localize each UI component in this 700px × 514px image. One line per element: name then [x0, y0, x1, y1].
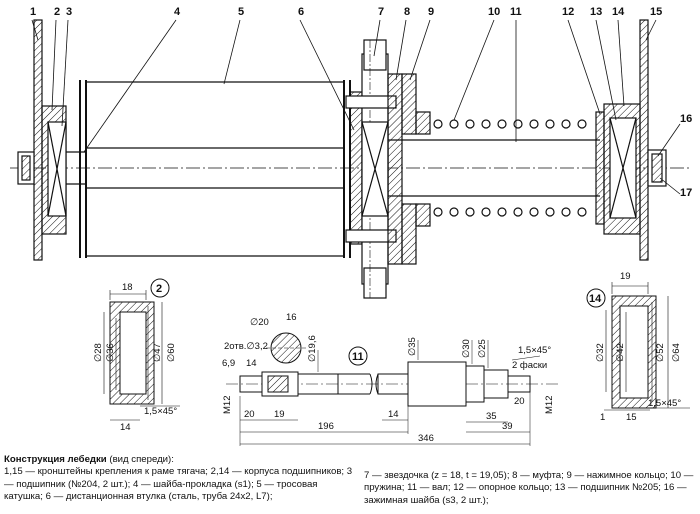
- dim-text: ∅64: [671, 343, 682, 362]
- caption-right: 7 — звездочка (z = 18, t = 19,05); 8 — м…: [364, 470, 699, 507]
- part-label: 3: [66, 6, 72, 18]
- dim-text: 16: [286, 312, 297, 323]
- dim-text: 346: [418, 433, 434, 444]
- part-label: 9: [428, 6, 434, 18]
- detail-label: 2: [156, 283, 162, 295]
- dim-text: ∅52: [655, 343, 666, 362]
- detail-label: 11: [352, 351, 364, 363]
- dim-text: ∅19,6: [307, 335, 318, 362]
- dim-text: 1,5×45°: [648, 398, 681, 409]
- dim-text: ∅36: [105, 343, 116, 362]
- dim-text: M12: [544, 396, 555, 414]
- part-label: 11: [510, 6, 522, 18]
- dim-text: 1,5×45°: [144, 406, 177, 417]
- part-label: 17: [680, 187, 692, 199]
- dim-text: ∅42: [615, 343, 626, 362]
- dim-text: 39: [502, 421, 513, 432]
- dim-text: ∅28: [93, 343, 104, 362]
- dim-text: 19: [274, 409, 285, 420]
- dim-text: 35: [486, 411, 497, 422]
- dim-text: 14: [246, 358, 257, 369]
- assembly-view: [10, 19, 690, 299]
- caption-left-text: 1,15 — кронштейны крепления к раме тягач…: [4, 466, 353, 503]
- part-label: 14: [612, 6, 625, 18]
- dim-text: 19: [620, 271, 631, 282]
- dim-text: 2отв.∅3,2: [224, 341, 268, 352]
- dim-text: 15: [626, 412, 637, 423]
- leader-lines: [31, 19, 681, 195]
- part-label: 4: [174, 6, 181, 18]
- dim-text: 14: [120, 422, 131, 433]
- dim-text: 196: [318, 421, 334, 432]
- part-label: 2: [54, 6, 60, 18]
- part-label: 15: [650, 6, 662, 18]
- bracket-left: [33, 19, 43, 261]
- detail-washer-2: 2: [103, 278, 180, 421]
- caption-title: Конструкция лебедки: [4, 454, 107, 465]
- dim-text: ∅32: [595, 343, 606, 362]
- caption-subtitle: (вид спереди):: [106, 454, 174, 465]
- winch-drawing: 1 2 3 4 5 6 7 8 9 10 11 12 13 14 15 16 1…: [10, 6, 692, 446]
- dim-text: ∅20: [250, 317, 269, 328]
- dim-text: ∅30: [461, 339, 472, 358]
- part-label: 5: [238, 6, 244, 18]
- dim-text: 20: [514, 396, 525, 407]
- dim-text: 2 фаски: [512, 360, 547, 371]
- dim-text: 20: [244, 409, 255, 420]
- part-label: 8: [404, 6, 410, 18]
- part-labels: 1 2 3 4 5 6 7 8 9 10 11 12 13 14 15 16 1…: [30, 6, 692, 199]
- dim-text: ∅25: [477, 339, 488, 358]
- dim-text: 18: [122, 282, 133, 293]
- part-label: 6: [298, 6, 304, 18]
- detail-shaft-11: 11: [226, 332, 560, 446]
- dim-text: 1: [600, 412, 605, 423]
- part-label: 16: [680, 113, 692, 125]
- part-label: 10: [488, 6, 500, 18]
- dim-text: 6,9: [222, 358, 235, 369]
- part-label: 1: [30, 6, 36, 18]
- part-label: 12: [562, 6, 574, 18]
- spring: [433, 119, 587, 217]
- dim-text: ∅47: [152, 343, 163, 362]
- caption-right-text: 7 — звездочка (z = 18, t = 19,05); 8 — м…: [364, 470, 694, 506]
- part-label: 7: [378, 6, 384, 18]
- dim-text: ∅60: [166, 343, 177, 362]
- part-label: 13: [590, 6, 602, 18]
- dim-text: 14: [388, 409, 399, 420]
- caption-left: Конструкция лебедки (вид спереди): 1,15 …: [4, 454, 354, 504]
- dim-text: M12: [222, 396, 233, 414]
- detail-washer-14: 14: [586, 282, 690, 411]
- dim-text: ∅35: [407, 337, 418, 356]
- detail-label: 14: [589, 293, 602, 305]
- dim-text: 1,5×45°: [518, 345, 551, 356]
